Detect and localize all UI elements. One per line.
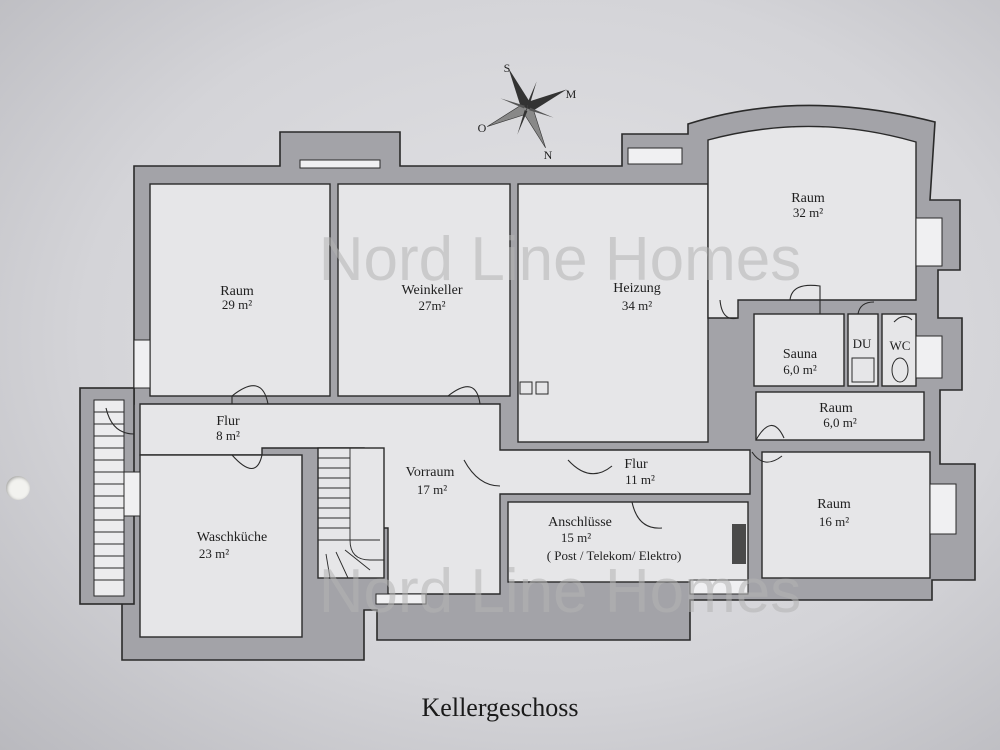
- room-raum-16: [761, 451, 931, 579]
- compass-m-label: M: [566, 87, 577, 101]
- label-weinkeller-name: Weinkeller: [401, 283, 462, 298]
- paper-punch-hole: [6, 476, 30, 500]
- label-vorraum-area: 17 m²: [417, 482, 447, 497]
- plan-caption: Kellergeschoss: [421, 693, 579, 722]
- doors: [105, 284, 913, 529]
- shower-tray: [851, 357, 875, 383]
- room-raum-32: [707, 125, 917, 319]
- label-raum-29-area: 29 m²: [222, 297, 252, 312]
- toilet: [891, 357, 909, 383]
- outside-stair-treads: [94, 411, 124, 581]
- room-wc: [881, 313, 917, 387]
- compass-n-label: N: [544, 148, 553, 162]
- room-waschkueche: [139, 454, 303, 638]
- compass-rose: [486, 68, 567, 149]
- label-anschluesse-note: ( Post / Telekom/ Elektro): [547, 548, 682, 563]
- label-sauna-name: Sauna: [783, 347, 818, 362]
- label-waschkueche-name: Waschküche: [197, 530, 267, 545]
- label-raum-6-name: Raum: [819, 401, 853, 416]
- label-flur-11-area: 11 m²: [625, 472, 655, 487]
- outside-stair: [93, 399, 125, 597]
- room-du: [847, 313, 879, 387]
- watermark-bottom: Nord Line Homes: [319, 557, 801, 626]
- label-raum-16-area: 16 m²: [819, 514, 849, 529]
- label-waschkueche-area: 23 m²: [199, 546, 229, 561]
- compass-o-label: O: [478, 121, 487, 135]
- room-raum-6: [755, 391, 925, 441]
- label-raum-16-name: Raum: [817, 497, 851, 512]
- label-anschluesse-area: 15 m²: [561, 530, 591, 545]
- watermark-top: Nord Line Homes: [319, 225, 801, 294]
- chimney-2: [535, 381, 549, 395]
- label-flur-8-area: 8 m²: [216, 428, 240, 443]
- label-heizung-area: 34 m²: [622, 298, 652, 313]
- label-heizung-name: Heizung: [613, 281, 660, 296]
- room-weinkeller: [337, 183, 511, 397]
- room-raum-29: [149, 183, 331, 397]
- room-anschluesse: [507, 501, 749, 583]
- room-heizung: [517, 183, 709, 443]
- windows: [123, 147, 957, 605]
- compass-s-label: S: [504, 61, 511, 75]
- electric-cabinet: [732, 524, 746, 564]
- chimney-1: [519, 381, 533, 395]
- interior-stair: [318, 448, 384, 579]
- label-flur-11-name: Flur: [624, 457, 648, 472]
- label-sauna-area: 6,0 m²: [783, 362, 817, 377]
- label-vorraum-name: Vorraum: [406, 465, 455, 480]
- room-labels: Raum 29 m² Weinkeller 27m² Heizung 34 m²…: [197, 191, 911, 563]
- label-raum-6-area: 6,0 m²: [823, 415, 857, 430]
- label-raum-32-area: 32 m²: [793, 205, 823, 220]
- label-du: DU: [853, 336, 872, 351]
- label-raum-32-name: Raum: [791, 191, 825, 206]
- room-shapes: [139, 125, 931, 638]
- label-flur-8-name: Flur: [216, 414, 240, 429]
- room-sauna: [753, 313, 845, 387]
- label-wc: WC: [890, 338, 911, 353]
- label-weinkeller-area: 27m²: [418, 298, 445, 313]
- label-raum-29-name: Raum: [220, 284, 254, 299]
- label-anschluesse-name: Anschlüsse: [548, 515, 612, 530]
- room-stairwell: [317, 447, 385, 579]
